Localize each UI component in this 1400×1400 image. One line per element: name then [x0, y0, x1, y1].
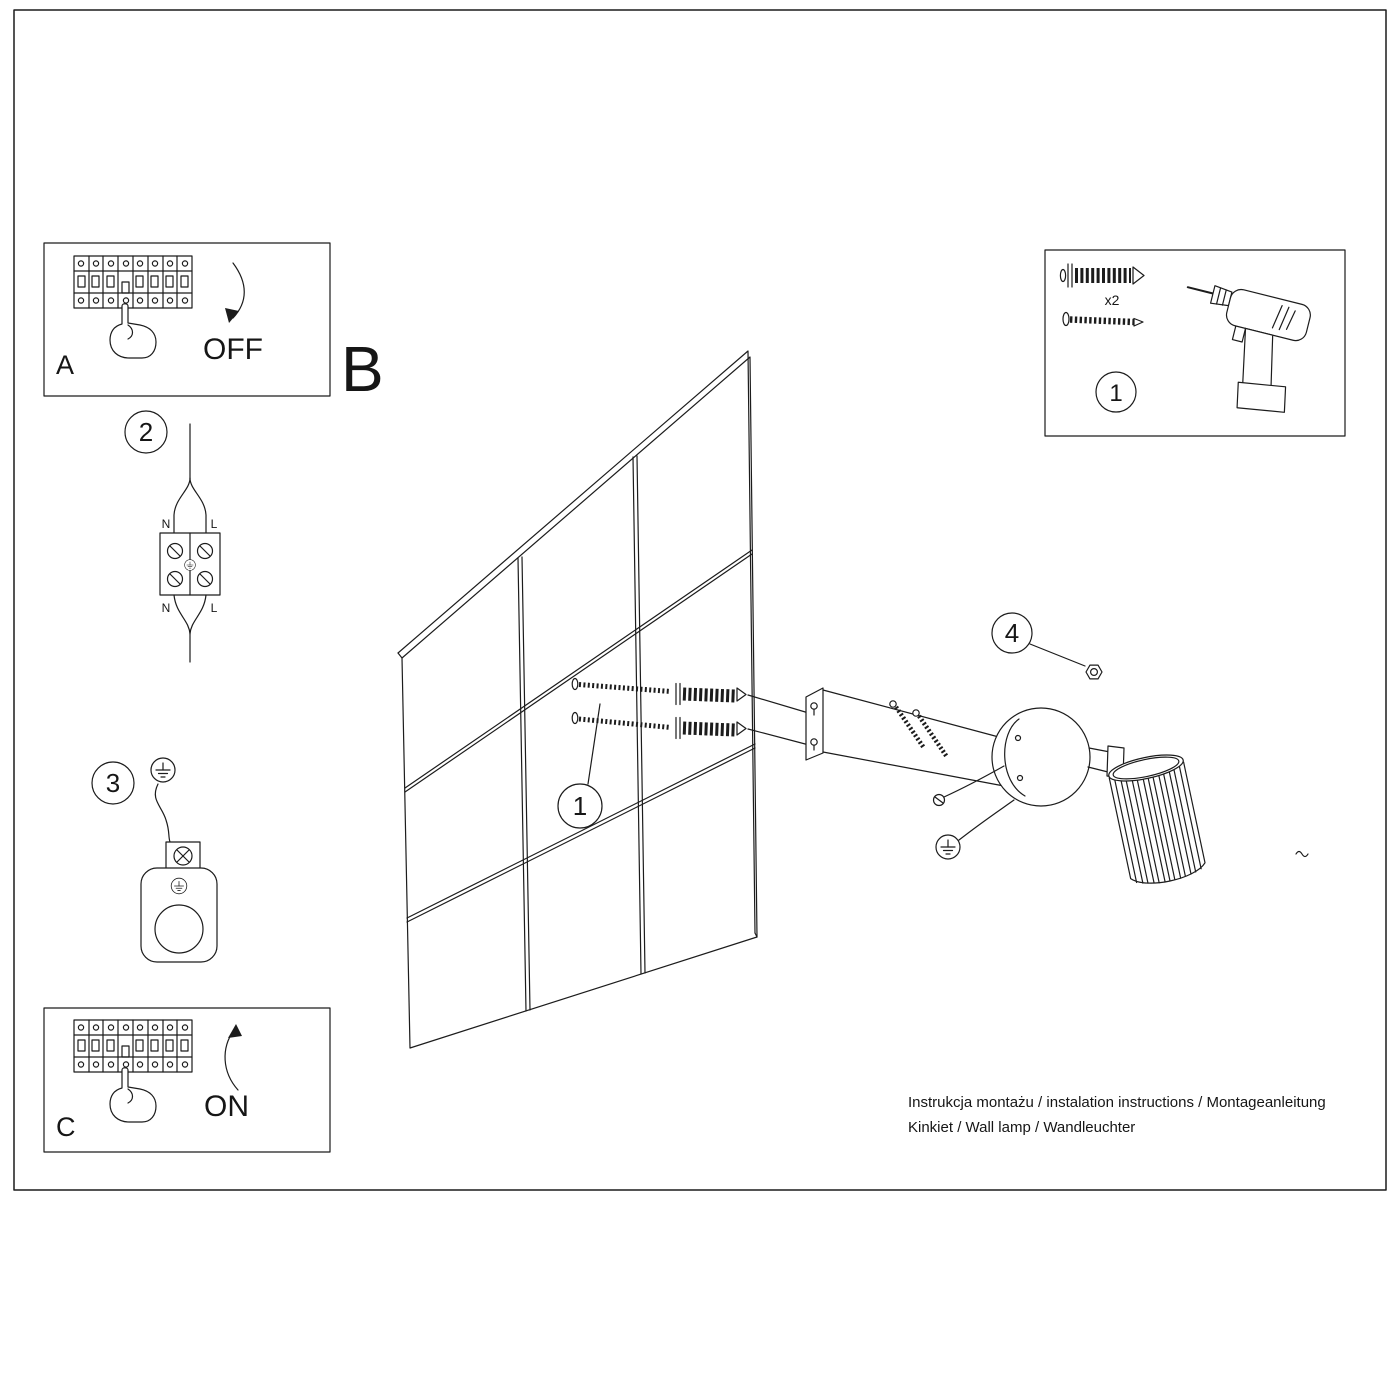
step-2-wiring: 2 N L N L	[124, 410, 221, 663]
shade-ribs	[1113, 764, 1202, 884]
wall-outline	[401, 356, 758, 1049]
alignment-line	[747, 694, 813, 715]
lamp-assembly	[991, 707, 1206, 884]
section-b-label: B	[341, 333, 384, 405]
screw-icon	[571, 677, 672, 694]
wall-panel	[397, 350, 758, 1049]
earth-lead	[958, 799, 1015, 841]
wall-plug-icon	[675, 682, 747, 706]
step-2-callout	[124, 410, 168, 454]
tools-box: x2 1	[1044, 249, 1346, 437]
panel-c-frame	[43, 1007, 331, 1153]
step-3-connector: 3	[91, 757, 218, 963]
wire-l-top	[189, 477, 207, 534]
step-1-tools-callout	[1095, 371, 1137, 413]
wall-fixings	[571, 677, 813, 746]
page-border	[13, 9, 1387, 1191]
panel-a-frame	[43, 242, 331, 397]
step-2-number: 2	[139, 417, 153, 447]
drill-icon	[1186, 285, 1311, 413]
mounting-bracket	[805, 687, 1011, 787]
terminal-screw-icon	[932, 765, 1005, 807]
tools-box-frame	[1044, 249, 1346, 437]
lamp-shade	[1108, 754, 1206, 884]
wire-l-bottom	[189, 594, 207, 635]
breaker-panel-icon	[73, 255, 193, 309]
hand-icon	[109, 303, 157, 359]
callout-leader	[587, 703, 601, 785]
lamp-canopy	[991, 707, 1091, 807]
wire-n-top	[173, 477, 191, 534]
label-n-top: N	[162, 517, 171, 531]
lamp-earth-group	[932, 765, 1015, 860]
step-1-wall-callout: 1	[557, 703, 603, 829]
step-1-tools-number: 1	[1109, 380, 1122, 407]
step-3-number: 3	[106, 768, 120, 798]
panel-c-label: C	[56, 1112, 76, 1142]
arrow-up-icon	[224, 1024, 242, 1091]
screw-icon	[1062, 311, 1144, 327]
breaker-panel-icon	[73, 1019, 193, 1073]
stray-mark	[1295, 850, 1309, 858]
panel-a-label: A	[56, 350, 74, 380]
nut-icon	[1085, 664, 1103, 680]
label-l-bottom: L	[211, 601, 218, 615]
wall-plug-icon	[675, 716, 747, 740]
earth-icon-small	[184, 559, 196, 571]
callout-leader	[1029, 643, 1086, 667]
step-4-number: 4	[1005, 618, 1019, 648]
earth-icon-connector	[170, 877, 188, 895]
label-n-bottom: N	[162, 601, 171, 615]
arrow-down-icon	[225, 262, 245, 323]
footer-line-2: Kinkiet / Wall lamp / Wandleuchter	[908, 1119, 1135, 1136]
wall-plug-with-screw-icon	[1059, 263, 1145, 288]
power-on-label: ON	[204, 1090, 249, 1123]
screw-icon	[571, 711, 672, 730]
terminal-block	[159, 532, 221, 596]
wire-n-bottom	[173, 594, 191, 635]
footer-line-1: Instrukcja montażu / instalation instruc…	[908, 1094, 1326, 1111]
step-1-number: 1	[573, 791, 587, 821]
bracket-arm	[822, 751, 1005, 787]
connector-body	[140, 841, 218, 963]
bracket-screw-icon	[912, 709, 949, 759]
step-4-callout-group: 4	[991, 612, 1103, 680]
alignment-line	[747, 728, 810, 746]
footer-text: Instrukcja montażu / instalation instruc…	[908, 1094, 1326, 1136]
bracket-screw-icon	[889, 700, 926, 750]
wall-grid-lines	[404, 455, 756, 1012]
earth-wire	[154, 783, 171, 843]
step-4-callout	[991, 612, 1033, 654]
power-off-label: OFF	[203, 333, 263, 366]
anchor-count-label: x2	[1105, 292, 1120, 308]
step-3-callout	[91, 761, 135, 805]
earth-icon	[150, 757, 176, 783]
earth-icon	[935, 834, 961, 860]
hand-icon	[109, 1067, 157, 1123]
step-1-callout	[557, 783, 603, 829]
label-l-top: L	[211, 517, 218, 531]
canopy-rim-detail	[1004, 718, 1026, 797]
panel-a-breaker-off: A OFF	[43, 242, 331, 397]
wall-edge-thickness	[397, 350, 756, 934]
panel-c-breaker-on: C ON	[43, 1007, 331, 1153]
